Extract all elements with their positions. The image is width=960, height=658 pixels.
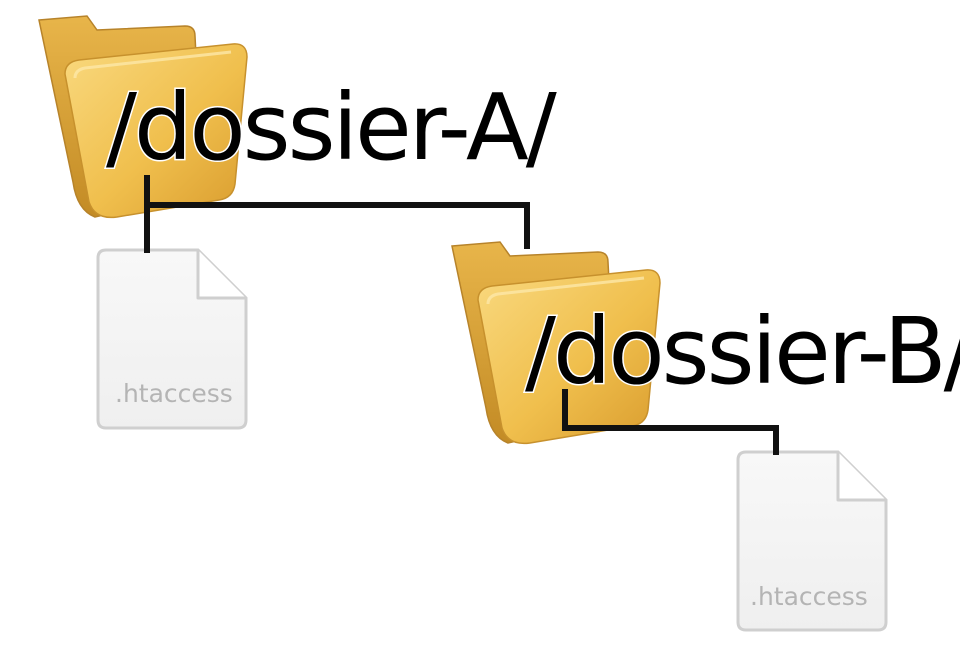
file-a-label: .htaccess bbox=[115, 379, 233, 408]
connector-a-to-folder-b bbox=[144, 202, 530, 249]
folder-a-icon bbox=[38, 15, 248, 219]
file-b-icon bbox=[736, 450, 888, 632]
connector-b-to-file-b bbox=[562, 389, 779, 455]
folder-a-label: /dossier-A/ bbox=[105, 74, 559, 181]
file-b-label: .htaccess bbox=[750, 582, 868, 611]
tree-connectors bbox=[144, 175, 779, 455]
folder-b-icon bbox=[451, 241, 661, 445]
file-a-icon bbox=[96, 248, 248, 430]
folder-b-label: /dossier-B/ bbox=[524, 298, 960, 405]
